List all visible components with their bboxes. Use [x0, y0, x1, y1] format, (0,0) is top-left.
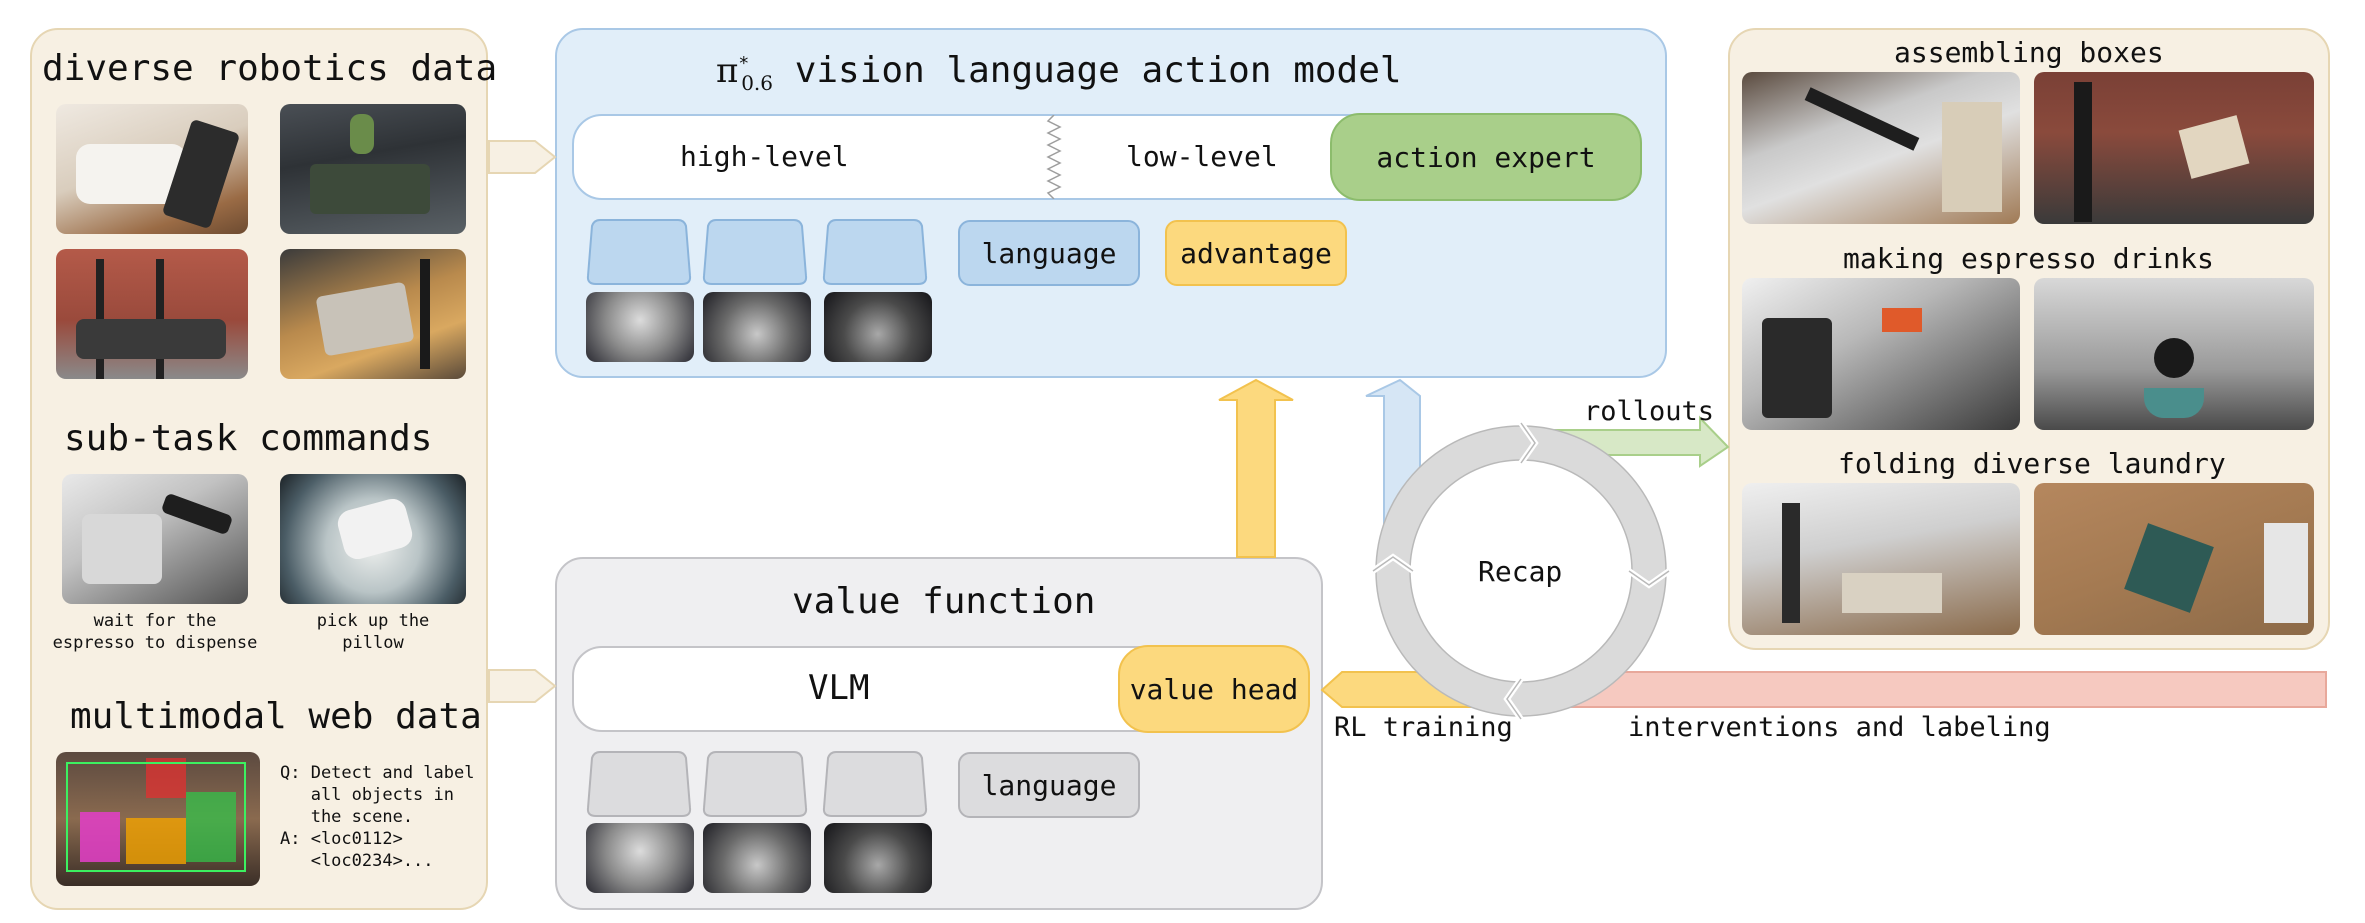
- vla-title-text: vision language action model: [794, 50, 1402, 91]
- value-head-block: value head: [1118, 645, 1310, 733]
- photo-assembling-2: [2034, 72, 2314, 224]
- task-assembling-boxes-title: assembling boxes: [1894, 36, 2164, 69]
- subtask-photo-espresso: [62, 474, 248, 604]
- vla-title: π*0.6 vision language action model: [716, 50, 1402, 95]
- vla-camera-image-2: [703, 292, 811, 362]
- advantage-label: advantage: [1180, 236, 1332, 270]
- value-camera-image-2: [703, 823, 811, 893]
- image-token-3: [822, 219, 928, 285]
- pi-superscript: *: [738, 53, 750, 74]
- web-data-title: multimodal web data: [70, 696, 482, 737]
- zigzag-divider: [1046, 115, 1062, 199]
- subtask-photo-pillow: [280, 474, 466, 604]
- vla-camera-image-1: [586, 292, 694, 362]
- vlm-label: VLM: [808, 668, 870, 708]
- value-head-label: value head: [1129, 672, 1299, 706]
- rollouts-label: rollouts: [1584, 396, 1715, 427]
- image-token-1: [586, 219, 692, 285]
- pi-subscript: 0.6: [741, 71, 774, 96]
- web-qa-text: Q: Detect and label all objects in the s…: [280, 763, 475, 871]
- photo-laundry-1: [1742, 483, 2020, 635]
- subtask-commands-title: sub-task commands: [64, 418, 433, 459]
- robotics-data-title: diverse robotics data: [42, 48, 498, 89]
- recap-cycle: [1371, 421, 1671, 721]
- image-token-2: [702, 219, 808, 285]
- robot-photo-box: [280, 249, 466, 379]
- value-camera-image-3: [824, 823, 932, 893]
- value-image-token-2: [702, 751, 808, 817]
- value-camera-image-1: [586, 823, 694, 893]
- task-espresso-title: making espresso drinks: [1843, 242, 2214, 275]
- value-language-label: language: [981, 768, 1117, 802]
- subtask-caption-pillow: pick up the pillow: [316, 611, 430, 653]
- robot-photo-table: [280, 104, 466, 234]
- value-image-token-3: [822, 751, 928, 817]
- robot-photo-brick: [56, 249, 248, 379]
- left-to-vla-arrow: [488, 140, 557, 174]
- action-expert-label: action expert: [1376, 140, 1596, 174]
- rl-training-label: RL training: [1334, 712, 1513, 743]
- web-photo-detection: [56, 752, 260, 886]
- photo-laundry-2: [2034, 483, 2314, 635]
- low-level-label: low-level: [1126, 140, 1278, 173]
- vla-language-token: language: [958, 220, 1140, 286]
- interventions-arrow: [1544, 671, 2327, 708]
- advantage-token: advantage: [1165, 220, 1347, 286]
- photo-espresso-1: [1742, 278, 2020, 430]
- left-to-value-arrow: [488, 669, 557, 703]
- action-expert-block: action expert: [1330, 113, 1642, 201]
- photo-espresso-2: [2034, 278, 2314, 430]
- vla-camera-image-3: [824, 292, 932, 362]
- robot-photo-bedroom: [56, 104, 248, 234]
- value-image-token-1: [586, 751, 692, 817]
- vla-language-label: language: [981, 236, 1117, 270]
- pi-symbol: π: [716, 51, 739, 91]
- value-function-title: value function: [792, 581, 1096, 622]
- task-laundry-title: folding diverse laundry: [1838, 447, 2226, 480]
- high-level-label: high-level: [680, 140, 849, 173]
- interventions-label: interventions and labeling: [1628, 712, 2051, 743]
- subtask-caption-espresso: wait for the espresso to dispense: [52, 611, 258, 653]
- value-to-vla-arrow: [1218, 378, 1294, 558]
- photo-assembling-1: [1742, 72, 2020, 224]
- recap-label: Recap: [1478, 555, 1563, 588]
- value-language-token: language: [958, 752, 1140, 818]
